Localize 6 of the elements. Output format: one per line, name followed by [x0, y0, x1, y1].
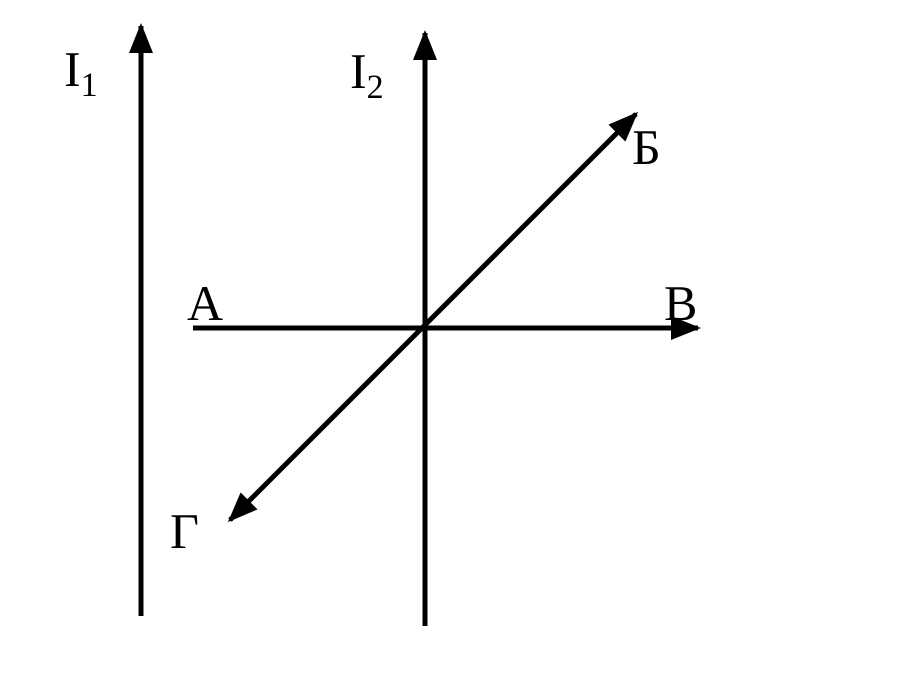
current-label: I$_{1}$: [64, 44, 98, 94]
current-label: I$_{2}$: [350, 46, 384, 96]
direction-label: Г: [170, 506, 199, 556]
direction-label: Б: [632, 122, 661, 172]
direction-label: А: [187, 278, 224, 328]
direction-label: В: [664, 278, 698, 328]
